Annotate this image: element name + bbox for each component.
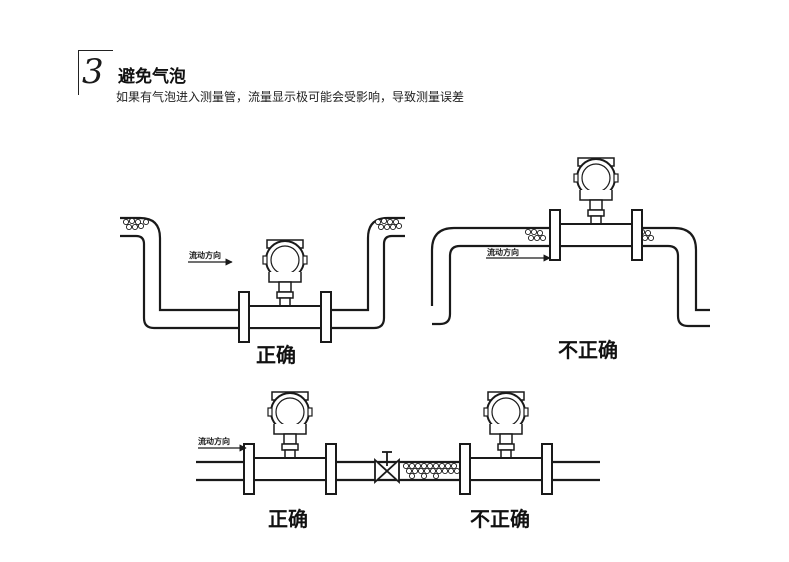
diagram-inverted-u-pipe: 流动方向 不正确	[430, 157, 710, 362]
section-description: 如果有气泡进入测量管，流量显示极可能会受影响，导致测量误差	[116, 90, 465, 104]
verdict-correct: 正确	[268, 507, 308, 531]
flowmeter-icon	[549, 157, 643, 261]
valve-icon	[374, 451, 400, 485]
verdict-correct: 正确	[256, 343, 296, 367]
diagram-u-pipe: 流动方向 正确	[120, 216, 405, 367]
section-number-bracket	[78, 50, 113, 95]
flow-direction-label: 流动方向	[487, 247, 519, 257]
section-title: 避免气泡	[118, 67, 186, 87]
verdict-incorrect: 不正确	[558, 338, 618, 362]
inverted-u-inner	[432, 244, 710, 328]
flowmeter-icon-upstream	[243, 391, 337, 495]
section-number: 3	[82, 52, 104, 92]
flow-direction-label: 流动方向	[189, 250, 221, 260]
bubbles-right	[374, 217, 403, 231]
flow-direction-label: 流动方向	[198, 436, 230, 446]
flowmeter-icon-downstream	[459, 391, 553, 495]
bubbles-after-valve	[402, 462, 461, 480]
verdict-incorrect: 不正确	[470, 507, 530, 531]
flowmeter-icon	[238, 239, 332, 343]
diagram-straight-pipe-valve: 流动方向 正确 不正确	[196, 391, 600, 531]
bubbles-left	[122, 217, 150, 231]
inverted-u-outer	[430, 226, 710, 312]
